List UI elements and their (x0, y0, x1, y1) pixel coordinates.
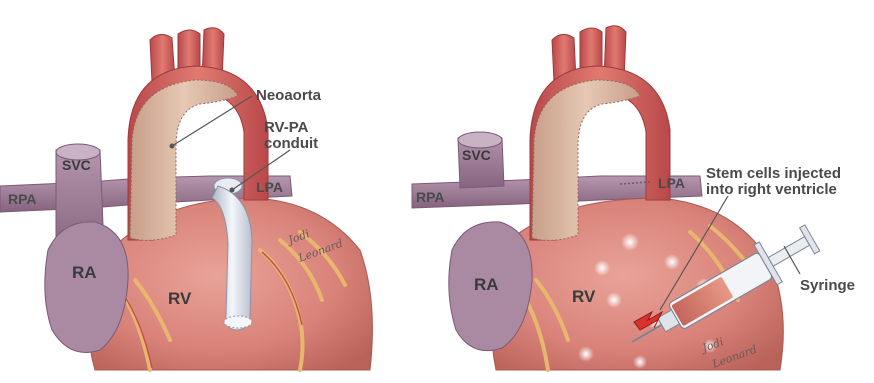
left-panel: Jodi Leonard Neoaorta RV-PA conduit SVC … (0, 28, 372, 370)
label-rpa-right: RPA (416, 189, 445, 205)
conduit-pointer-dot (230, 188, 235, 193)
label-rv-right: RV (572, 287, 596, 306)
label-lpa-right: LPA (658, 175, 685, 191)
conduit-rv-anastomosis (224, 316, 252, 328)
label-ra-right: RA (474, 275, 499, 294)
label-rv: RV (168, 289, 192, 308)
label-stem-cells-line1: Stem cells injected (706, 165, 841, 182)
label-conduit-line2: conduit (264, 135, 318, 152)
neoaorta-pointer-dot (170, 144, 175, 149)
label-svc-right: SVC (462, 147, 491, 163)
label-lpa: LPA (256, 179, 283, 195)
label-conduit-line1: RV-PA (264, 119, 309, 136)
right-panel: Jodi Leonard SVC RPA LPA RA RV Stem cell… (412, 26, 855, 371)
label-syringe: Syringe (800, 277, 855, 294)
label-stem-cells-line2: into right ventricle (706, 181, 837, 198)
label-ra: RA (72, 263, 97, 282)
label-rpa: RPA (8, 191, 37, 207)
label-neoaorta: Neoaorta (256, 87, 322, 104)
svc-opening-right (458, 132, 502, 148)
label-svc: SVC (62, 157, 91, 173)
syringe-plunger (768, 237, 809, 267)
